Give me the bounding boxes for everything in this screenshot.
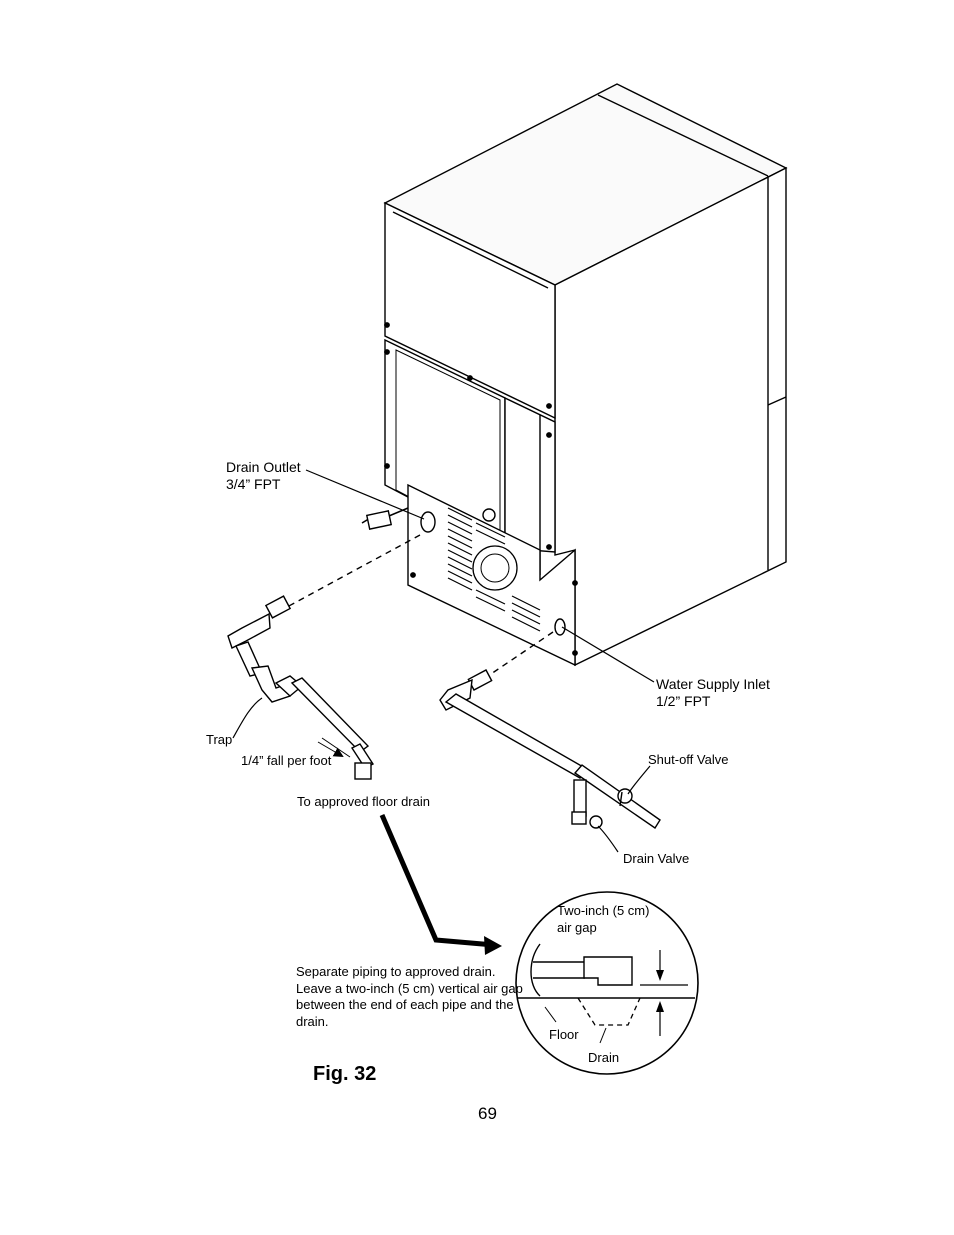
page-number: 69 bbox=[478, 1104, 497, 1123]
trap-leader bbox=[232, 697, 263, 739]
drain-outlet-fitting bbox=[420, 511, 436, 533]
callout-arrow bbox=[379, 814, 502, 955]
drain-outlet-title: Drain Outlet bbox=[226, 459, 301, 475]
drain-valve-label: Drain Valve bbox=[623, 851, 690, 866]
drain-label: Drain bbox=[588, 1050, 620, 1065]
fall-per-foot-label: 1/4” fall per foot bbox=[241, 753, 332, 768]
drain-outlet-size: 3/4” FPT bbox=[226, 476, 281, 492]
upper-back-panel bbox=[384, 201, 556, 420]
drain-valve-leader bbox=[597, 825, 619, 853]
water-supply-inlet-title: Water Supply Inlet bbox=[656, 676, 770, 692]
water-supply-inlet-size: 1/2” FPT bbox=[656, 693, 711, 709]
shutoff-valve-leader bbox=[627, 765, 651, 795]
shutoff-valve-label: Shut-off Valve bbox=[648, 752, 729, 767]
air-gap-detail bbox=[515, 891, 699, 1075]
air-gap-subtitle: air gap bbox=[557, 920, 597, 935]
leader-lines bbox=[232, 469, 655, 853]
drain-outlet-leader bbox=[305, 469, 425, 520]
water-supply-inlet-label: Water Supply Inlet 1/2” FPT bbox=[656, 676, 770, 710]
water-inlet-fitting bbox=[554, 618, 566, 636]
separate-piping-note: Separate piping to approved drain. Leave… bbox=[296, 964, 523, 1029]
floor-drain-label: To approved floor drain bbox=[297, 794, 430, 809]
water-supply-leader bbox=[561, 626, 655, 683]
drain-piping bbox=[227, 534, 421, 780]
figure-label: Fig. 32 bbox=[313, 1063, 377, 1085]
trap-label: Trap bbox=[206, 732, 233, 747]
vent-grille bbox=[447, 507, 541, 632]
air-gap-title: Two-inch (5 cm) bbox=[557, 903, 650, 918]
drain-outlet-label: Drain Outlet 3/4” FPT bbox=[226, 459, 301, 493]
air-gap-label: Two-inch (5 cm) air gap bbox=[557, 902, 649, 936]
ice-machine-cabinet bbox=[361, 83, 788, 667]
water-supply-piping bbox=[439, 631, 661, 829]
floor-label: Floor bbox=[549, 1027, 579, 1042]
